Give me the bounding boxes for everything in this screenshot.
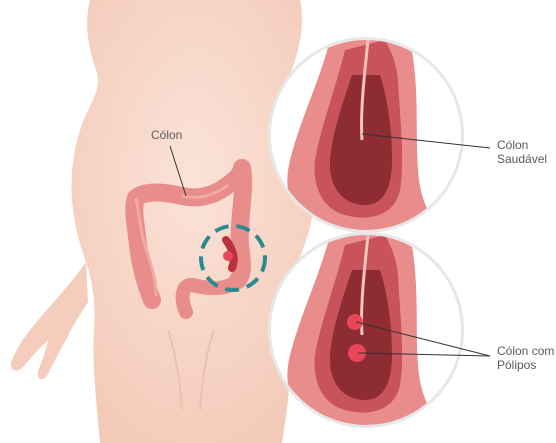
polyps-colon-detail xyxy=(268,232,464,435)
body-silhouette xyxy=(11,0,318,443)
polyps-colon-label-line2: Pólipos xyxy=(497,358,536,372)
healthy-colon-label-line2: Saudável xyxy=(497,152,547,166)
healthy-colon-label-line1: Cólon xyxy=(497,138,528,152)
colon-label: Cólon xyxy=(151,128,182,142)
polyps-colon-label-line1: Cólon com xyxy=(497,344,554,358)
polyp-upper xyxy=(347,314,363,330)
